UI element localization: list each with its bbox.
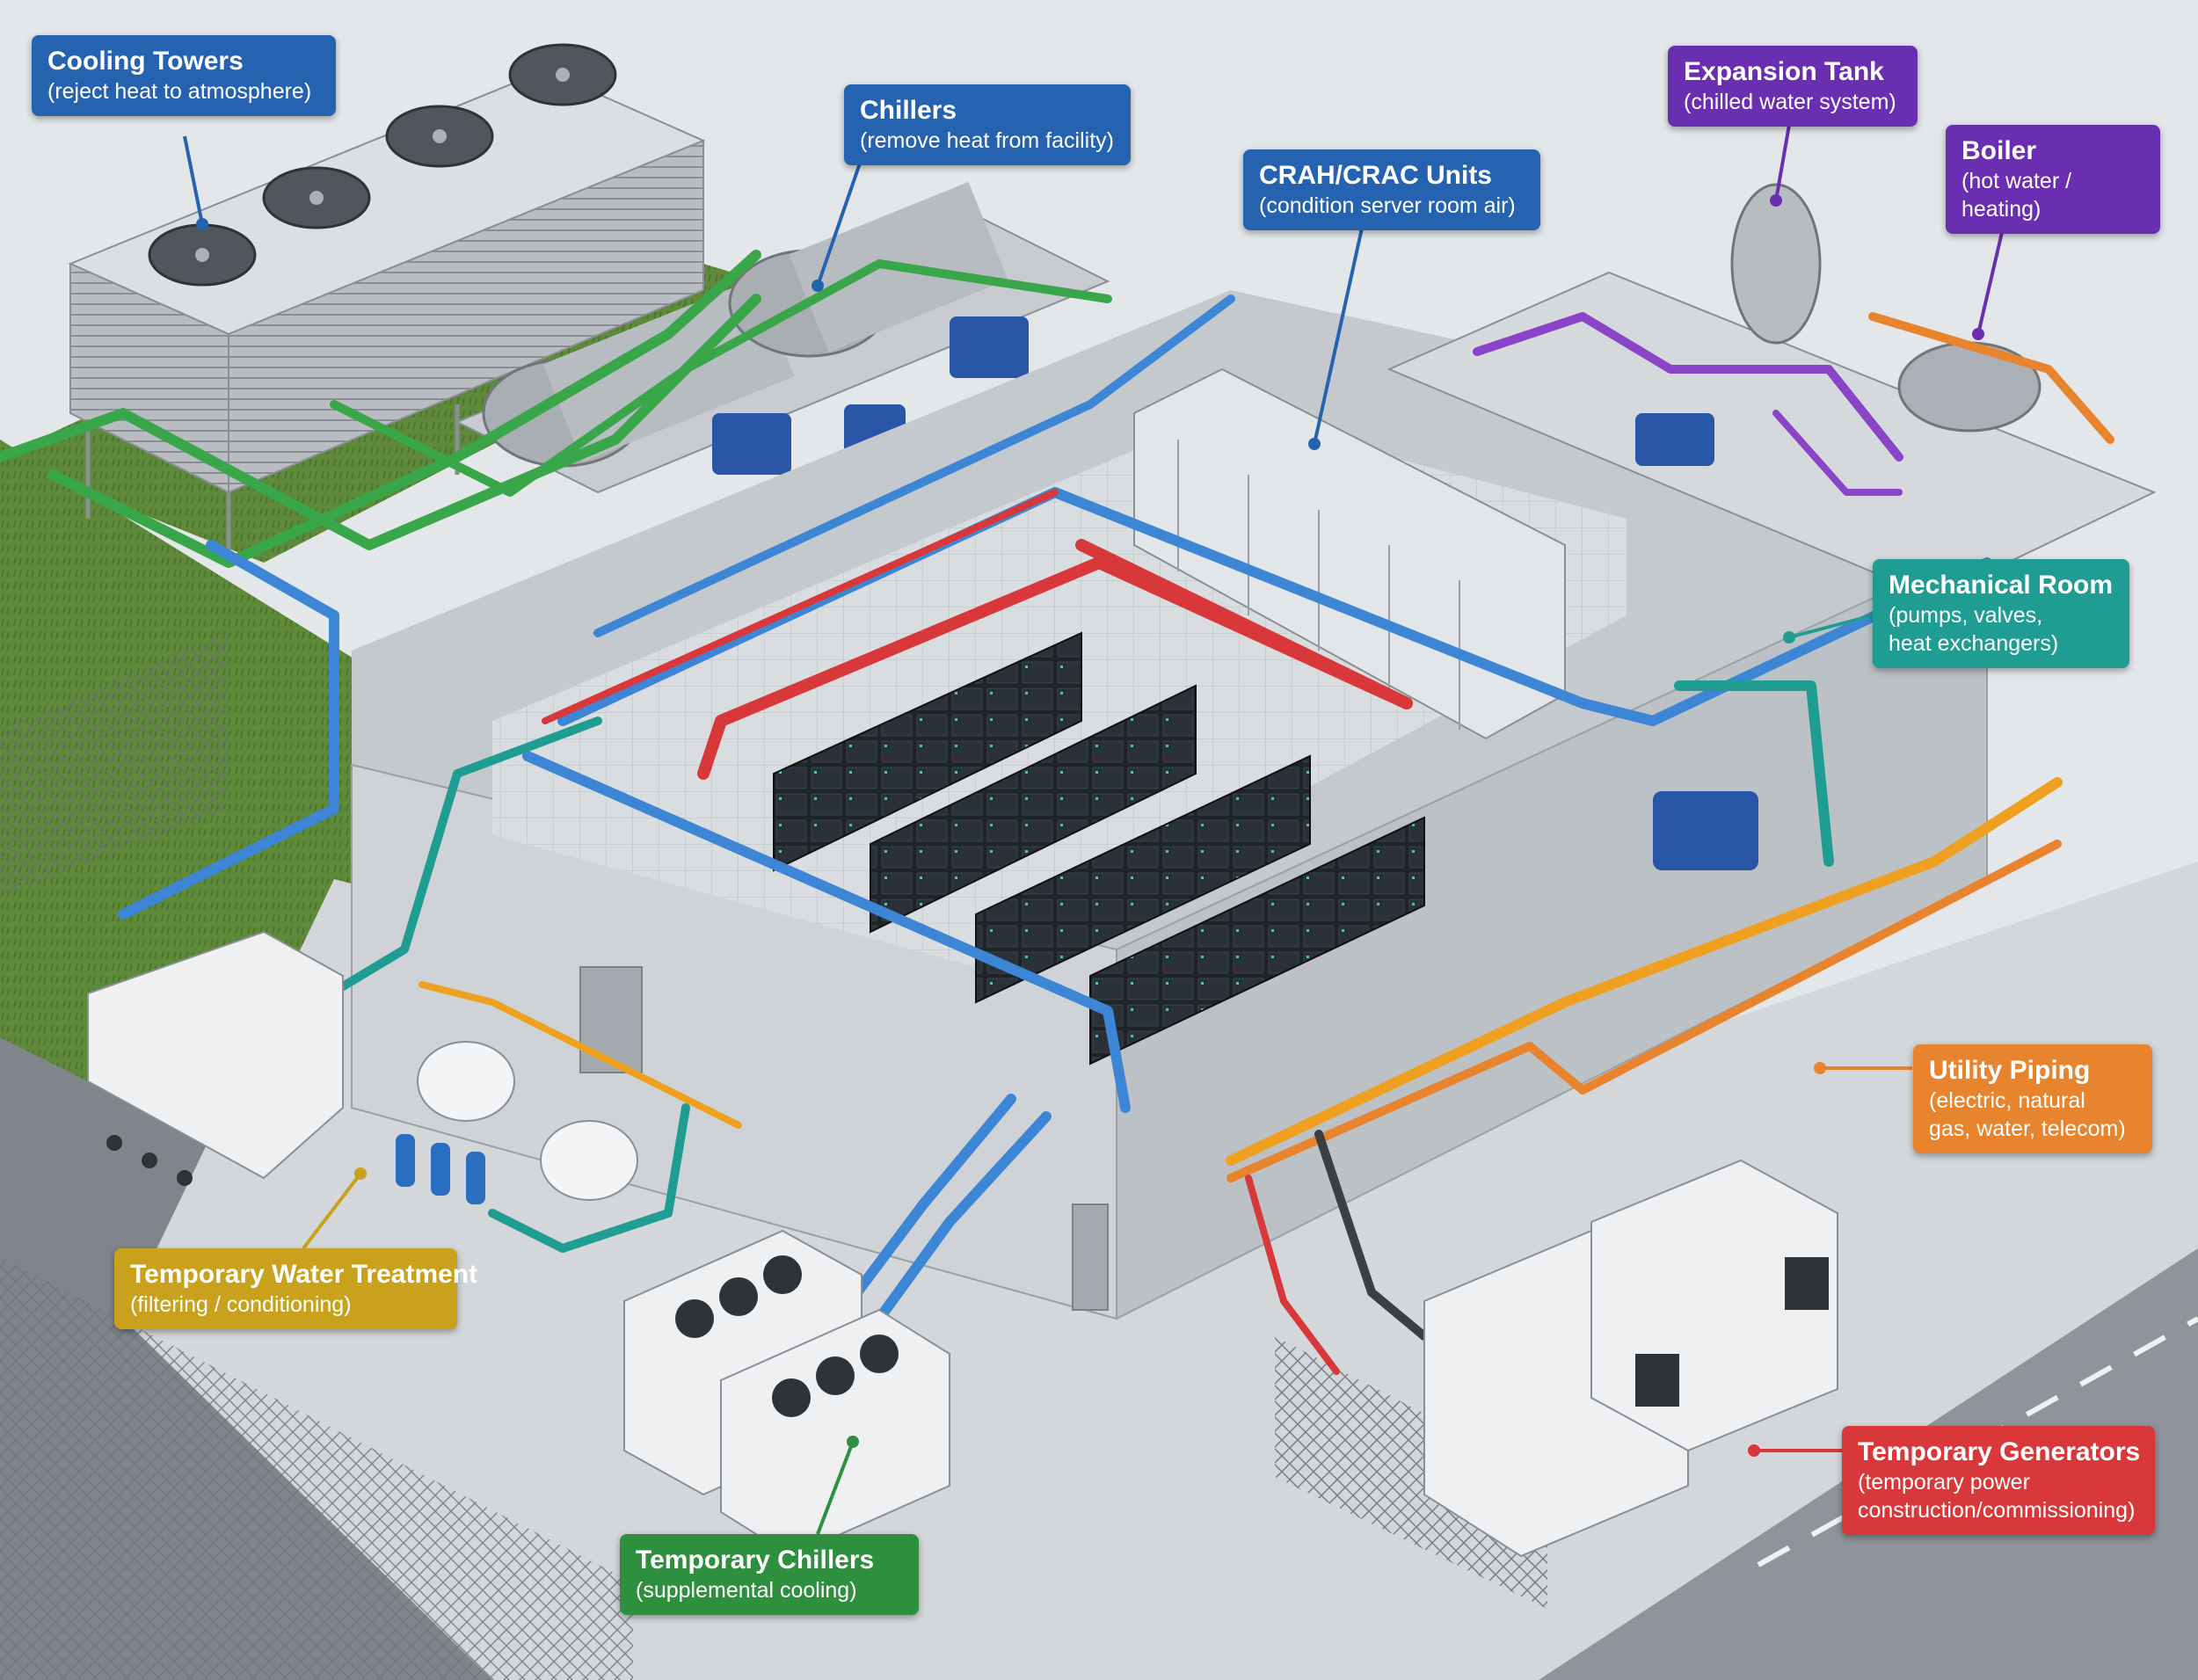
label-utility-piping: Utility Piping (electric, natural gas, w… xyxy=(1913,1044,2152,1153)
cooling-towers xyxy=(68,43,706,563)
label-title: Temporary Water Treatment xyxy=(130,1260,478,1289)
teal-pipe xyxy=(312,716,602,1007)
label-title: Expansion Tank xyxy=(1684,57,1884,86)
utility-pipe xyxy=(1226,777,2063,1166)
label-temporary-chillers: Temporary Chillers (supplemental cooling… xyxy=(620,1534,919,1615)
label-mechanical-room: Mechanical Room (pumps, valves, heat exc… xyxy=(1873,559,2129,668)
cooling-tower-fan xyxy=(262,166,371,229)
cooling-tower-fan xyxy=(385,105,494,168)
label-title: Temporary Chillers xyxy=(636,1545,875,1575)
fence-yard xyxy=(0,633,229,897)
cooling-tower-fan xyxy=(508,43,617,106)
label-title: CRAH/CRAC Units xyxy=(1259,161,1492,190)
utility-conduit xyxy=(1245,1175,1340,1375)
label-desc: (remove heat from facility) xyxy=(860,128,1114,153)
chilled-water-pipe xyxy=(118,540,339,920)
temporary-generators xyxy=(1423,1159,1838,1558)
heating-pipe xyxy=(1772,410,1903,496)
cooling-tower-fan xyxy=(148,223,257,287)
fence-generators xyxy=(1275,1336,1547,1609)
teal-pipe xyxy=(1674,680,1834,867)
label-desc: (condition server room air) xyxy=(1259,193,1516,218)
label-title: Chillers xyxy=(860,96,957,125)
mechanical-room xyxy=(1386,183,2157,870)
temporary-water-treatment xyxy=(87,930,638,1204)
fence-left xyxy=(0,1257,633,1680)
label-title: Temporary Generators xyxy=(1858,1437,2141,1466)
label-desc: (hot water / heating) xyxy=(1961,169,2072,222)
leader-temp-chillers xyxy=(816,1441,855,1535)
leader-temp-water xyxy=(302,1172,362,1250)
label-boiler: Boiler (hot water / heating) xyxy=(1946,125,2160,234)
label-title: Utility Piping xyxy=(1929,1056,2091,1085)
leader-expansion-tank xyxy=(1774,124,1791,201)
label-title: Cooling Towers xyxy=(47,47,244,76)
leader-mechanical-room xyxy=(1788,614,1874,639)
heating-pipe xyxy=(1473,312,1903,462)
label-title: Mechanical Room xyxy=(1889,571,2114,600)
label-desc: (chilled water system) xyxy=(1684,90,1896,114)
chilled-water-pipe xyxy=(593,295,1235,637)
leader-chillers xyxy=(816,157,863,287)
label-desc: (electric, natural gas, water, telecom) xyxy=(1929,1088,2126,1141)
leader-cooling-towers xyxy=(183,135,204,225)
expansion-tank-vessel xyxy=(1730,183,1822,345)
condenser-water-pipe xyxy=(0,294,761,550)
label-desc: (filtering / conditioning) xyxy=(130,1292,352,1317)
condenser-water-pipe xyxy=(47,250,761,568)
hot-aisle-pipe xyxy=(542,489,1059,724)
label-cooling-towers: Cooling Towers (reject heat to atmospher… xyxy=(32,35,336,116)
hot-aisle-pipe xyxy=(1075,539,1413,709)
door xyxy=(579,966,643,1073)
door xyxy=(1072,1204,1109,1311)
utility-pipe xyxy=(418,981,742,1129)
label-desc: (supplemental cooling) xyxy=(636,1578,857,1603)
label-temporary-generators: Temporary Generators (temporary power co… xyxy=(1842,1426,2155,1535)
label-chillers: Chillers (remove heat from facility) xyxy=(844,84,1131,165)
label-crah-crac-units: CRAH/CRAC Units (condition server room a… xyxy=(1243,149,1540,230)
teal-pipe xyxy=(488,1103,690,1253)
temporary-chillers xyxy=(623,1229,950,1558)
label-desc: (pumps, valves, heat exchangers) xyxy=(1889,603,2059,656)
label-temporary-water-treatment: Temporary Water Treatment (filtering / c… xyxy=(114,1248,478,1329)
boiler-pipe xyxy=(1868,312,2114,444)
label-desc: (temporary power construction/commission… xyxy=(1858,1470,2136,1523)
leader-crah xyxy=(1313,223,1365,445)
label-expansion-tank: Expansion Tank (chilled water system) xyxy=(1668,46,1918,127)
utility-pipe xyxy=(1226,840,2062,1182)
server-racks xyxy=(773,631,1425,1065)
condenser-water-pipe xyxy=(330,259,1112,497)
piping xyxy=(0,250,2114,1412)
label-desc: (reject heat to atmosphere) xyxy=(47,79,312,104)
utility-conduit xyxy=(1314,1130,1429,1341)
label-title: Boiler xyxy=(1961,136,2037,165)
chilled-water-pipe xyxy=(522,751,1131,1113)
